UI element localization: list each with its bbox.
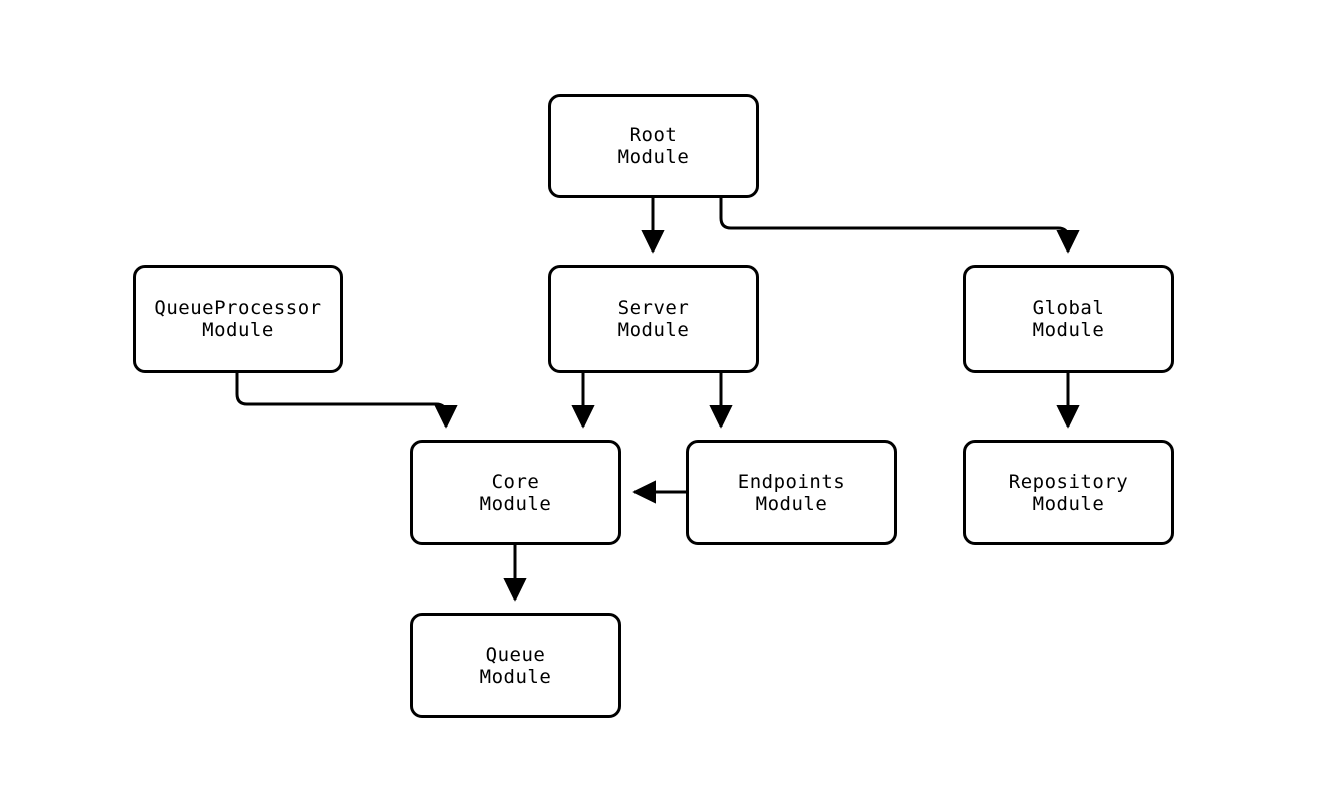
node-repository[interactable]: Repository Module [963, 440, 1174, 545]
node-queue[interactable]: Queue Module [410, 613, 621, 718]
edge-queueprocessor-to-core [235, 373, 458, 429]
node-server[interactable]: Server Module [548, 265, 759, 373]
node-label-endpoints: Endpoints Module [737, 470, 846, 515]
edge-root-to-global [719, 198, 1080, 254]
node-label-root: Root Module [617, 124, 690, 168]
node-endpoints[interactable]: Endpoints Module [686, 440, 897, 545]
node-label-queue: Queue Module [479, 643, 552, 688]
node-label-global: Global Module [1032, 297, 1105, 341]
node-queueprocessor[interactable]: QueueProcessor Module [133, 265, 343, 373]
node-global[interactable]: Global Module [963, 265, 1174, 373]
node-core[interactable]: Core Module [410, 440, 621, 545]
node-label-server: Server Module [617, 297, 690, 341]
node-label-core: Core Module [479, 470, 552, 515]
node-label-repository: Repository Module [1008, 470, 1129, 515]
node-label-queueprocessor: QueueProcessor Module [154, 297, 322, 341]
node-root[interactable]: Root Module [548, 94, 759, 198]
